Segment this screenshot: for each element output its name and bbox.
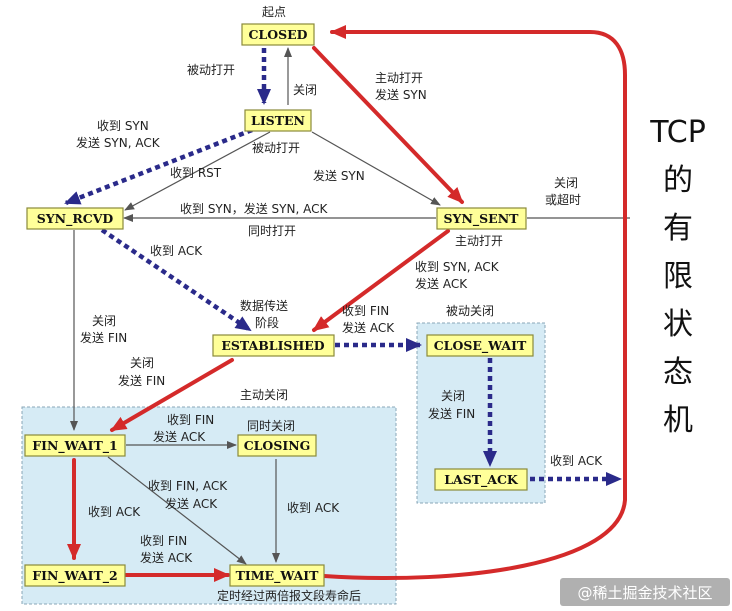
label-est-close-2: 发送 FIN bbox=[118, 373, 165, 388]
label-close-timeout-2: 或超时 bbox=[545, 192, 581, 207]
state-fin-wait-2: FIN_WAIT_2 bbox=[24, 564, 126, 587]
transition-synrcvd-to-listen bbox=[124, 131, 271, 211]
state-closing-label: CLOSING bbox=[244, 438, 311, 453]
transition-established-to-finwait1 bbox=[110, 358, 234, 432]
label-fw1-recv-finack-1: 收到 FIN, ACK bbox=[148, 479, 228, 493]
title-char-0: TCP bbox=[649, 115, 706, 150]
watermark-text: @稀土掘金技术社区 bbox=[577, 584, 712, 602]
label-close-timeout-1: 关闭 bbox=[554, 176, 578, 190]
transition-synrcvd-to-established bbox=[100, 228, 252, 332]
label-recv-fin-1: 收到 FIN bbox=[342, 304, 389, 318]
state-established: ESTABLISHED bbox=[212, 334, 335, 357]
state-syn-rcvd-label: SYN_RCVD bbox=[37, 211, 114, 227]
state-established-label: ESTABLISHED bbox=[221, 338, 324, 353]
label-fw1-recv-finack-2: 发送 ACK bbox=[165, 496, 218, 511]
title-char-2: 有 bbox=[663, 211, 693, 246]
title-char-5: 态 bbox=[663, 355, 693, 390]
state-time-wait-label: TIME_WAIT bbox=[236, 568, 320, 584]
label-closing-recv-ack: 收到 ACK bbox=[287, 501, 340, 515]
state-time-wait: TIME_WAIT bbox=[229, 564, 325, 587]
label-simul-close: 同时关闭 bbox=[247, 419, 295, 433]
label-recv-syn-1: 收到 SYN bbox=[97, 119, 149, 133]
label-rcvd-close-1: 关闭 bbox=[92, 314, 116, 328]
transition-listen-to-synsent bbox=[311, 131, 441, 206]
label-cw-close-2: 发送 FIN bbox=[428, 406, 475, 421]
transition-closed-to-synsent bbox=[312, 46, 464, 204]
label-recv-synack-2: 发送 ACK bbox=[415, 276, 468, 291]
state-closed-label: CLOSED bbox=[248, 27, 307, 42]
state-syn-sent-label: SYN_SENT bbox=[444, 211, 520, 227]
state-listen: LISTEN bbox=[244, 109, 312, 132]
watermark: @稀土掘金技术社区 bbox=[560, 578, 730, 606]
label-passive-close: 被动关闭 bbox=[446, 304, 494, 318]
state-closing: CLOSING bbox=[237, 434, 317, 457]
title-char-1: 的 bbox=[663, 163, 693, 198]
label-recv-synack-1: 收到 SYN, ACK bbox=[415, 260, 500, 274]
state-last-ack-label: LAST_ACK bbox=[444, 472, 519, 488]
label-fw1-recv-fin-2: 发送 ACK bbox=[153, 429, 206, 444]
label-start: 起点 bbox=[262, 5, 286, 19]
label-simul-open-2: 同时打开 bbox=[248, 224, 296, 238]
label-fw1-recv-fin-1: 收到 FIN bbox=[167, 413, 214, 427]
label-timeout-2msl: 定时经过两倍报文段寿命后 bbox=[217, 588, 361, 603]
label-recv-ack: 收到 ACK bbox=[150, 244, 203, 258]
label-recv-syn-2: 发送 SYN, ACK bbox=[76, 135, 161, 150]
transition-listen-to-synrcvd bbox=[64, 127, 253, 206]
label-rcvd-close-2: 发送 FIN bbox=[80, 330, 127, 345]
transition-timewait-to-closed bbox=[322, 25, 627, 581]
title-char-4: 状 bbox=[663, 307, 693, 342]
label-cw-close-1: 关闭 bbox=[441, 389, 465, 403]
state-syn-sent: SYN_SENT bbox=[436, 207, 527, 230]
state-close-wait: CLOSE_WAIT bbox=[426, 334, 534, 357]
label-fw2-recv-fin-1: 收到 FIN bbox=[140, 534, 187, 548]
state-syn-rcvd: SYN_RCVD bbox=[26, 207, 124, 230]
diagram-title: TCP 的 有 限 状 态 机 bbox=[649, 115, 706, 438]
label-est-close-1: 关闭 bbox=[130, 356, 154, 370]
label-simul-open-1: 收到 SYN，发送 SYN, ACK bbox=[180, 201, 328, 216]
label-passive-open: 被动打开 bbox=[187, 63, 235, 77]
title-char-6: 机 bbox=[663, 403, 693, 438]
label-data-transfer-1: 数据传送 bbox=[240, 298, 288, 313]
state-fin-wait-1: FIN_WAIT_1 bbox=[24, 434, 126, 457]
label-active-open-1: 主动打开 bbox=[375, 71, 423, 85]
state-fin-wait-2-label: FIN_WAIT_2 bbox=[32, 568, 117, 584]
state-last-ack: LAST_ACK bbox=[434, 468, 528, 491]
label-fw2-recv-fin-2: 发送 ACK bbox=[140, 550, 193, 565]
label-active-open-3: 主动打开 bbox=[455, 234, 503, 248]
label-passive-open-2: 被动打开 bbox=[252, 141, 300, 155]
transition-finwait1-to-timewait bbox=[107, 456, 247, 565]
state-fin-wait-1-label: FIN_WAIT_1 bbox=[32, 438, 117, 454]
label-active-open-2: 发送 SYN bbox=[375, 87, 427, 102]
label-fw1-recv-ack: 收到 ACK bbox=[88, 505, 141, 519]
label-send-syn: 发送 SYN bbox=[313, 168, 365, 183]
label-active-close: 主动关闭 bbox=[240, 388, 288, 402]
state-close-wait-label: CLOSE_WAIT bbox=[434, 338, 527, 354]
transition-synsent-to-established bbox=[312, 229, 450, 332]
state-closed: CLOSED bbox=[241, 23, 315, 46]
label-close-listen: 关闭 bbox=[293, 83, 317, 97]
label-lastack-recv-ack: 收到 ACK bbox=[550, 454, 603, 468]
label-data-transfer-2: 阶段 bbox=[255, 315, 279, 330]
title-char-3: 限 bbox=[663, 259, 693, 294]
label-recv-fin-2: 发送 ACK bbox=[342, 320, 395, 335]
label-recv-rst: 收到 RST bbox=[170, 166, 222, 180]
state-listen-label: LISTEN bbox=[251, 113, 305, 128]
